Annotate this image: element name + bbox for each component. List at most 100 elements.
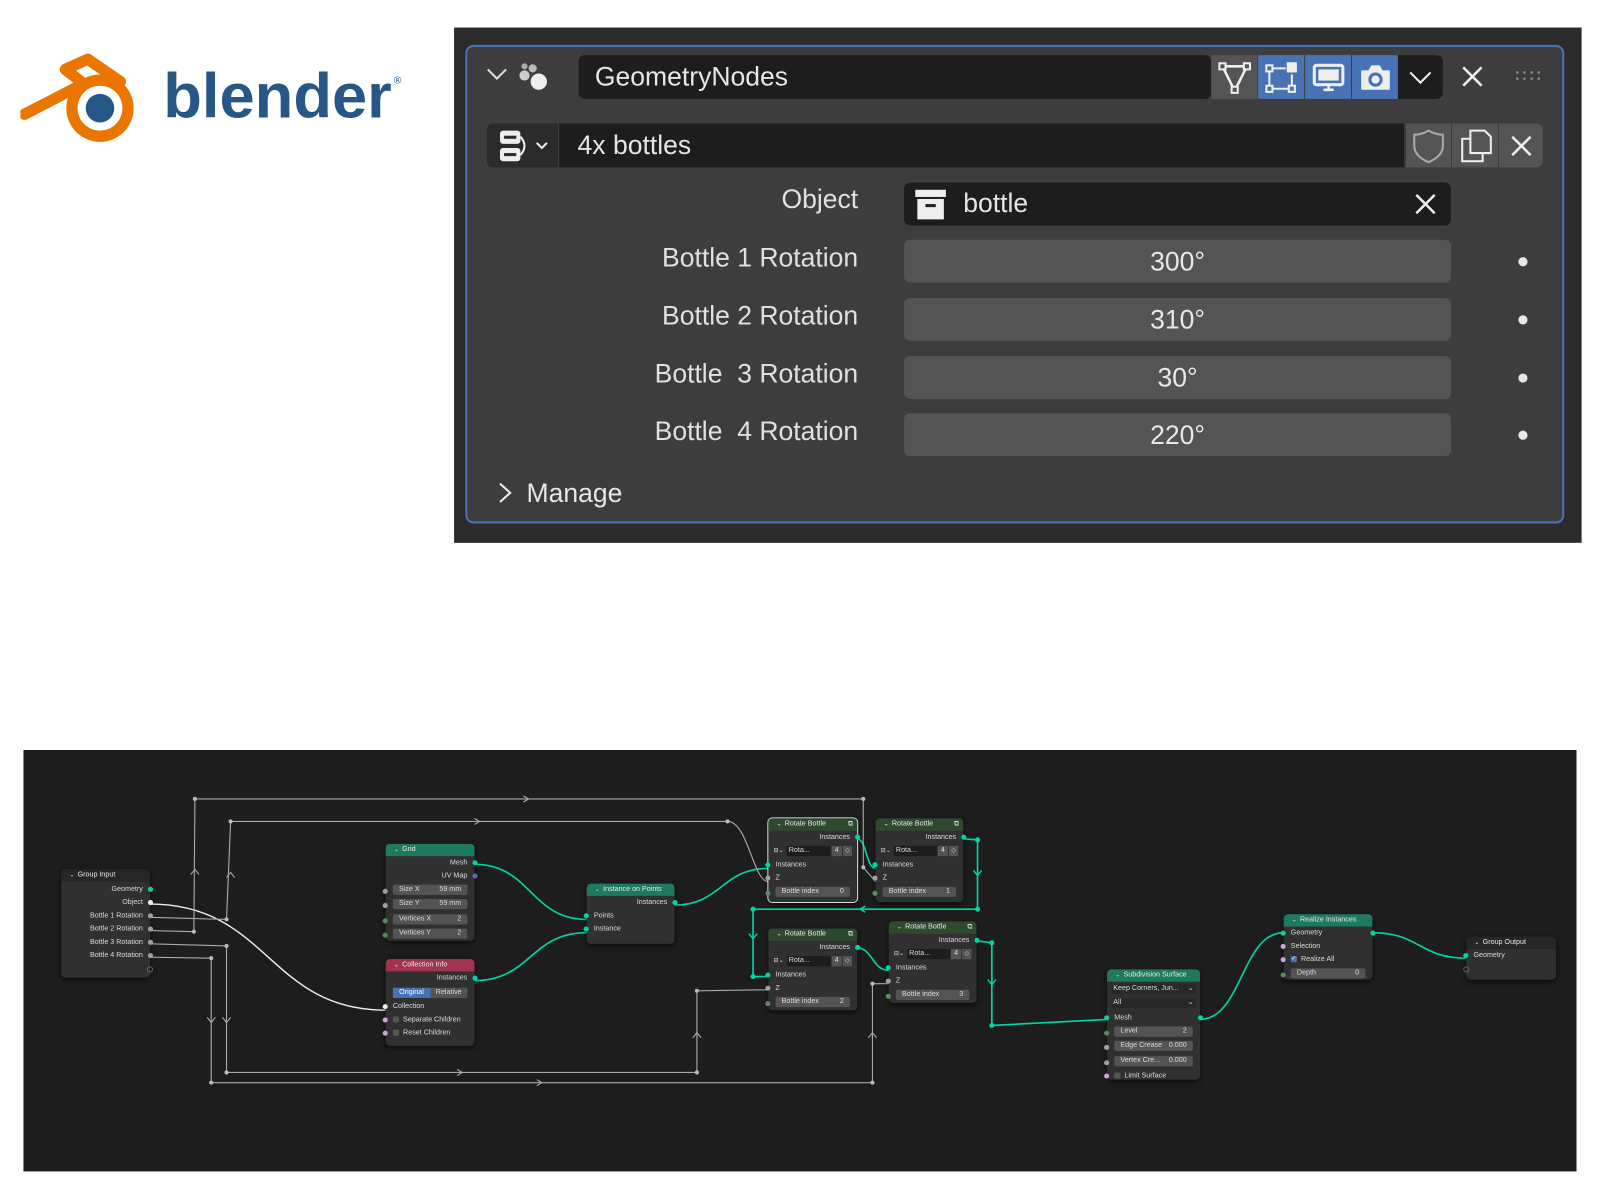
group-input-node[interactable]: ⌄Group Input Geometry Object Bottle 1 Ro… (61, 869, 154, 978)
integer-socket[interactable] (382, 932, 388, 938)
geometry-socket[interactable] (885, 965, 891, 971)
boolean-socket[interactable] (1280, 943, 1286, 949)
group-name[interactable]: Rota... (786, 955, 831, 966)
shield-icon[interactable]: ◇ (842, 845, 853, 856)
float-socket[interactable] (147, 939, 154, 945)
rotate-bottle-node[interactable]: ⌄Rotate Bottle⧉ Instances ⊟⌄Rota...4◇ In… (872, 818, 967, 903)
float-socket[interactable] (147, 926, 154, 932)
geometry-socket[interactable] (1280, 930, 1286, 936)
integer-socket[interactable] (1280, 971, 1286, 978)
geometry-socket[interactable] (974, 937, 980, 943)
vector-socket[interactable] (472, 873, 478, 879)
geometry-socket[interactable] (1197, 1015, 1204, 1021)
float-socket[interactable] (382, 903, 388, 909)
subdivision-surface-node[interactable]: ⌄Subdivision Surface Keep Corners, Jun..… (1104, 969, 1204, 1080)
collection-info-node[interactable]: ⌄Collection Info Instances Original Rela… (382, 959, 478, 1046)
node-group-browse-button[interactable] (486, 123, 559, 168)
remove-modifier-button[interactable] (1455, 59, 1490, 94)
integer-socket[interactable] (382, 917, 388, 923)
geometry-socket[interactable] (855, 834, 861, 840)
modifier-name-field[interactable]: GeometryNodes (578, 55, 1212, 99)
geometry-socket[interactable] (961, 834, 967, 840)
clear-object-icon[interactable] (1414, 193, 1436, 215)
chevron-down-icon[interactable]: ⌄ (69, 872, 75, 879)
object-socket[interactable] (147, 899, 154, 906)
chevron-down-icon[interactable]: ⌄ (393, 962, 400, 969)
integer-socket[interactable] (765, 1000, 771, 1006)
empty-socket[interactable] (1463, 966, 1470, 973)
integer-socket[interactable] (1104, 1030, 1110, 1036)
geometry-socket[interactable] (1104, 1015, 1110, 1021)
original-option[interactable]: Original (392, 987, 431, 998)
edit-mode-toggle[interactable] (1211, 55, 1258, 99)
geometry-socket[interactable] (147, 886, 154, 892)
geometry-socket[interactable] (472, 975, 478, 981)
shield-icon[interactable]: ◇ (948, 845, 959, 856)
bottle-4-rotation-field[interactable]: 220° (904, 413, 1452, 457)
boundary-smooth-dropdown[interactable]: All⌄ (1111, 997, 1196, 1009)
shield-icon[interactable]: ◇ (842, 955, 853, 966)
rotate-bottle-node[interactable]: ⌄Rotate Bottle⧉ Instances ⊟⌄Rota...4◇ In… (765, 817, 861, 904)
viewport-toggle[interactable] (1305, 55, 1352, 99)
node-tree-icon[interactable]: ⊟⌄ (773, 957, 784, 964)
integer-socket[interactable] (872, 890, 878, 896)
boolean-socket[interactable] (382, 1017, 388, 1023)
drag-grip-icon[interactable] (1513, 63, 1544, 87)
geometry-socket[interactable] (1370, 930, 1376, 936)
shield-icon[interactable]: ◇ (962, 948, 972, 959)
group-output-node[interactable]: ⌄Group Output Geometry (1463, 936, 1557, 980)
float-socket[interactable] (382, 888, 388, 894)
float-socket[interactable] (885, 978, 891, 984)
chevron-down-icon[interactable]: ⌄ (393, 846, 400, 854)
float-socket[interactable] (765, 875, 771, 881)
boolean-socket[interactable] (382, 1030, 388, 1036)
geometry-socket[interactable] (765, 972, 771, 978)
instance-on-points-node[interactable]: ⌄Instance on Points Instances Points Ins… (583, 883, 678, 944)
integer-socket[interactable] (885, 993, 891, 999)
geometry-socket[interactable] (672, 899, 678, 906)
geometry-socket[interactable] (855, 944, 861, 950)
geometry-socket[interactable] (1463, 953, 1469, 959)
chevron-down-icon[interactable]: ⌄ (883, 821, 889, 828)
checkbox[interactable] (392, 1016, 399, 1023)
relative-option[interactable]: Relative (430, 987, 468, 998)
keyframe-dot-icon[interactable] (1518, 257, 1528, 267)
float-socket[interactable] (147, 913, 154, 919)
keyframe-dot-icon[interactable] (1518, 315, 1528, 325)
chevron-down-icon[interactable]: ⌄ (1474, 939, 1480, 946)
unlink-node-group-button[interactable] (1498, 123, 1543, 168)
bottle-2-rotation-field[interactable]: 310° (904, 297, 1452, 341)
duplicate-node-group-button[interactable] (1452, 123, 1498, 168)
collapse-chevron-icon[interactable] (484, 61, 511, 88)
node-tree-icon[interactable]: ⊟⌄ (880, 847, 891, 854)
chevron-down-icon[interactable]: ⌄ (776, 821, 782, 828)
float-socket[interactable] (872, 875, 878, 881)
chevron-down-icon[interactable]: ⌄ (1291, 917, 1297, 924)
keyframe-dot-icon[interactable] (1518, 373, 1528, 383)
chevron-down-icon[interactable]: ⌄ (1115, 972, 1121, 979)
rotate-bottle-node[interactable]: ⌄Rotate Bottle⧉ Instances ⊟⌄Rota...4◇ In… (765, 928, 861, 1011)
bottle-1-rotation-field[interactable]: 300° (904, 239, 1452, 283)
rotate-bottle-node[interactable]: ⌄Rotate Bottle⧉ Instances ⊟⌄Rota...4◇ In… (885, 921, 980, 1004)
collection-socket[interactable] (382, 1004, 388, 1010)
bottle-3-rotation-field[interactable]: 30° (904, 356, 1452, 399)
chevron-down-icon[interactable]: ⌄ (594, 886, 601, 893)
chevron-down-icon[interactable]: ⌄ (776, 931, 782, 938)
modifier-dropdown[interactable] (1397, 55, 1443, 99)
manage-subpanel-header[interactable]: Manage (498, 476, 622, 511)
checkbox[interactable] (392, 1029, 399, 1036)
node-group-name-field[interactable]: 4x bottles (559, 123, 1405, 168)
group-name[interactable]: Rota... (893, 845, 937, 856)
cage-toggle[interactable] (1258, 55, 1305, 99)
